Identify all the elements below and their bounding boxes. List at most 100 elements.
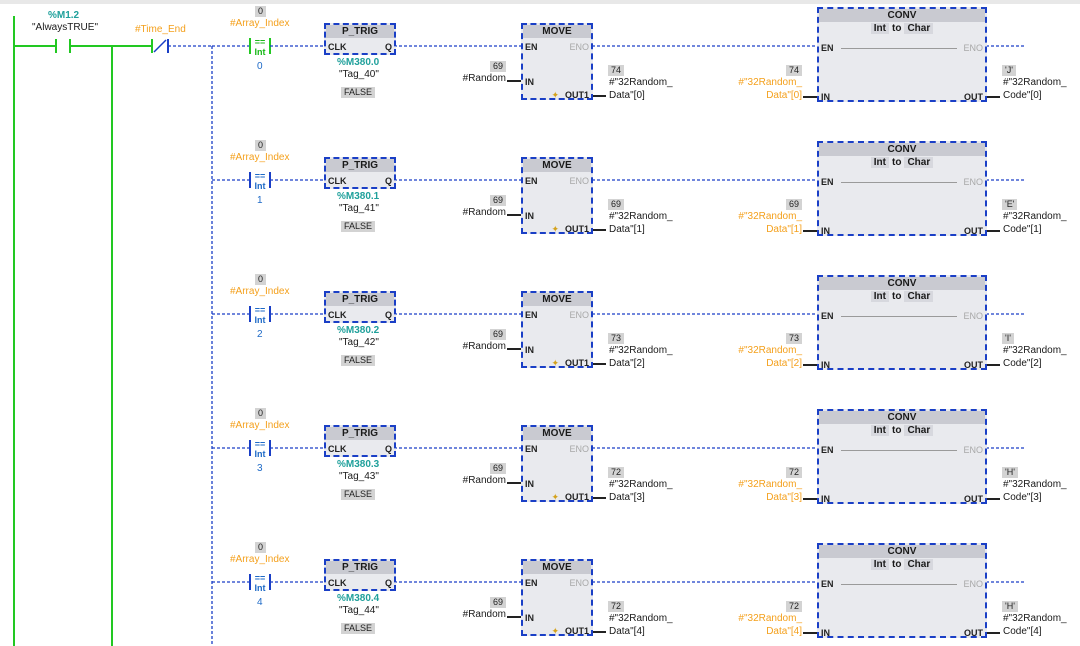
rung-2-conv-out-var-line1: #"32Random_: [1003, 345, 1067, 356]
rung-2-p-trig-q-pin: Q: [384, 310, 392, 320]
rung-2-conv-en-eno-link: [841, 316, 957, 317]
rung-4-conv-to-type[interactable]: Char: [904, 559, 934, 570]
rung-3-move-add-output-icon[interactable]: ✦: [551, 492, 559, 502]
rung-4-p-trig-q-pin: Q: [384, 578, 392, 588]
rung-4-compare-operator: ==: [254, 573, 266, 583]
rung-0-conv-in-value: 74: [785, 65, 802, 76]
rung-3-conv-en-eno-link: [841, 450, 957, 451]
rung-1-conv-en-eno-link: [841, 182, 957, 183]
rung-3-conv-en-pin: EN: [821, 445, 834, 455]
rung-1-compare-operator: ==: [254, 171, 266, 181]
rung-4-conv-out-var-line2: Code"[4]: [1003, 626, 1042, 637]
rung-2-conv-out-label: OUT: [964, 360, 983, 370]
rung-1-p-trig-state: FALSE: [341, 221, 376, 232]
rung-0-conv-out-var-line1: #"32Random_: [1003, 77, 1067, 88]
rung-1-p-trig-address: %M380.1: [337, 191, 380, 202]
rung-4-compare-constant: 4: [257, 597, 263, 608]
rung-4-move-out-value: 72: [608, 601, 625, 612]
rung-3-move-out-var-line2: Data"[3]: [609, 492, 645, 503]
rung-1-move-add-output-icon[interactable]: ✦: [551, 224, 559, 234]
rung-4-move-in-label: IN: [525, 613, 534, 623]
rung-0-conv-from-type[interactable]: Int: [870, 23, 889, 34]
rung-1-conv-to-type[interactable]: Char: [904, 157, 934, 168]
rung-3-compare-operator: ==: [254, 439, 266, 449]
rung-4-index-current-value: 0: [255, 542, 267, 553]
rung-2-move-out-var-line1: #"32Random_: [609, 345, 673, 356]
rung-0-p-trig-q-pin: Q: [384, 42, 392, 52]
rung-2-move-out-value: 73: [608, 333, 625, 344]
rung-1-move-in-variable: #Random: [462, 207, 506, 218]
rung-1-compare-constant: 1: [257, 195, 263, 206]
rung-4-move-in-value: 69: [489, 597, 506, 608]
rung-3-conv-to-type[interactable]: Char: [904, 425, 934, 436]
rung-0-move-add-output-icon[interactable]: ✦: [551, 90, 559, 100]
rung-1-conv-from-type[interactable]: Int: [870, 157, 889, 168]
rung-4-move-add-output-icon[interactable]: ✦: [551, 626, 559, 636]
rung-0-move-en-pin: EN: [525, 42, 538, 52]
rung-3-conv-in-var-line1: #"32Random_: [738, 479, 802, 490]
contact1-tag: "AlwaysTRUE": [32, 22, 98, 33]
rung-4-conv-en-pin: EN: [821, 579, 834, 589]
rung-3-index-current-value: 0: [255, 408, 267, 419]
rung-4-conv-en-eno-link: [841, 584, 957, 585]
rung-2-p-trig-tag: "Tag_42": [339, 337, 379, 348]
rung-2-move-add-output-icon[interactable]: ✦: [551, 358, 559, 368]
rung-4-conv-out-var-line1: #"32Random_: [1003, 613, 1067, 624]
rung-3-compare-constant: 3: [257, 463, 263, 474]
rung-0-p-trig-address: %M380.0: [337, 57, 380, 68]
rung-0-move-out-var-line2: Data"[0]: [609, 90, 645, 101]
rung-4-conv-from-type[interactable]: Int: [870, 559, 889, 570]
rung-1-move-in-value: 69: [489, 195, 506, 206]
rung-4-conv-in-value: 72: [785, 601, 802, 612]
rung-4-p-trig-address: %M380.4: [337, 593, 380, 604]
rung-4-move-out-var-line1: #"32Random_: [609, 613, 673, 624]
rung-0-p-trig-clk-pin: CLK: [328, 42, 347, 52]
rung-2-conv-to-type[interactable]: Char: [904, 291, 934, 302]
rung-3-compare-type: Int: [254, 449, 266, 459]
rung-1-conv-in-var-line1: #"32Random_: [738, 211, 802, 222]
rung-2-p-trig-state: FALSE: [341, 355, 376, 366]
rung-0-conv-to-type[interactable]: Char: [904, 23, 934, 34]
rung-1-p-trig-clk-pin: CLK: [328, 176, 347, 186]
rung-3-conv-out-var-line1: #"32Random_: [1003, 479, 1067, 490]
rung-1-move-out-value: 69: [608, 199, 625, 210]
rung-2-conv-from-type[interactable]: Int: [870, 291, 889, 302]
rung-2-compare-operator: ==: [254, 305, 266, 315]
rung-1-move-out-var-line2: Data"[1]: [609, 224, 645, 235]
rung-4-p-trig-title: P_TRIG: [326, 561, 394, 574]
contact2-slash: [153, 39, 167, 53]
rung-0-index-current-value: 0: [255, 6, 267, 17]
rung-0-move-out-var-line1: #"32Random_: [609, 77, 673, 88]
rung-2-index-current-value: 0: [255, 274, 267, 285]
rung-3-move-out-var-line1: #"32Random_: [609, 479, 673, 490]
rung-0-conv-eno-pin: ENO: [963, 43, 983, 53]
rung-2-p-trig-title: P_TRIG: [326, 293, 394, 306]
rung-3-conv-out-value: 'H': [1002, 467, 1018, 478]
rung-2-move-out1-label: OUT1: [564, 358, 589, 368]
rung-1-conv-in-var-line2: Data"[1]: [766, 224, 802, 235]
rung-1-conv-out-label: OUT: [964, 226, 983, 236]
rung-3-p-trig-address: %M380.3: [337, 459, 380, 470]
rung-3-conv-from-type[interactable]: Int: [870, 425, 889, 436]
rung-4-p-trig-state: FALSE: [341, 623, 376, 634]
